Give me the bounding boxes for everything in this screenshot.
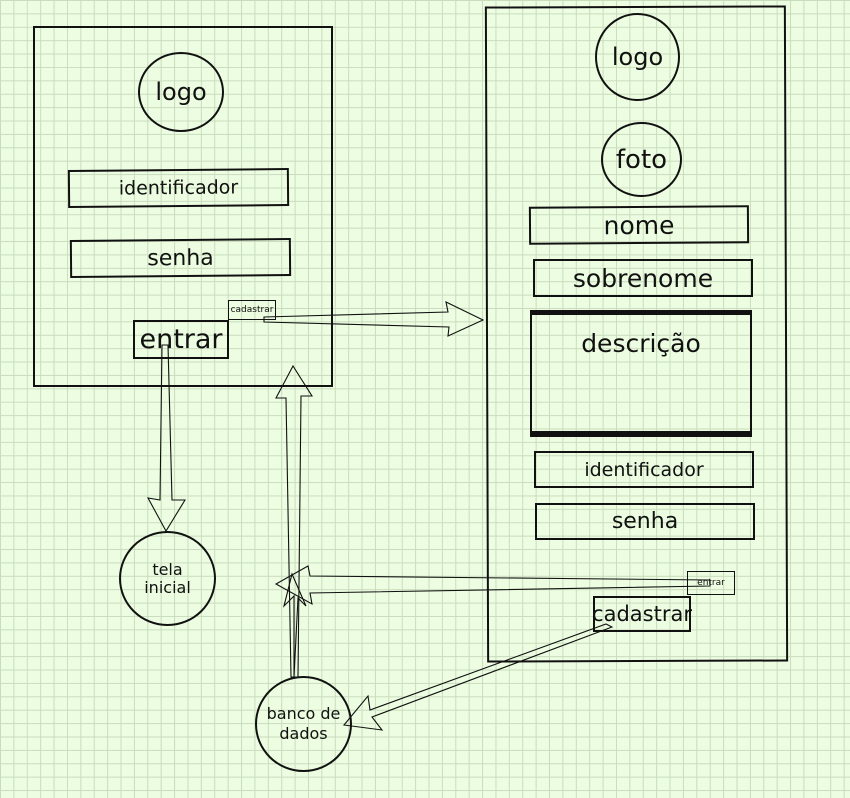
arrow-database-up [282,572,307,678]
arrow-enter-to-home [146,344,186,533]
signup-password-field[interactable]: senha [535,503,755,540]
arrow-enter-link-back [274,565,711,606]
enter-link[interactable]: entrar [687,571,735,595]
arrow-register-to-database [342,623,614,731]
last-name-field[interactable]: sobrenome [533,259,753,297]
login-screen-frame [33,26,333,387]
register-link[interactable]: cadastrar [228,300,276,320]
home-screen-node: tela inicial [119,531,216,626]
login-logo: logo [138,52,224,132]
photo-placeholder: foto [601,122,682,197]
description-field[interactable]: descrição [530,310,752,437]
signup-logo: logo [595,13,680,101]
arrow-database-to-login [275,364,313,678]
arrow-register-to-signup [263,301,485,337]
signup-identifier-field[interactable]: identificador [534,451,754,488]
database-node: banco de dados [255,676,352,772]
register-button[interactable]: cadastrar [592,596,692,632]
enter-button[interactable]: entrar [133,320,229,359]
